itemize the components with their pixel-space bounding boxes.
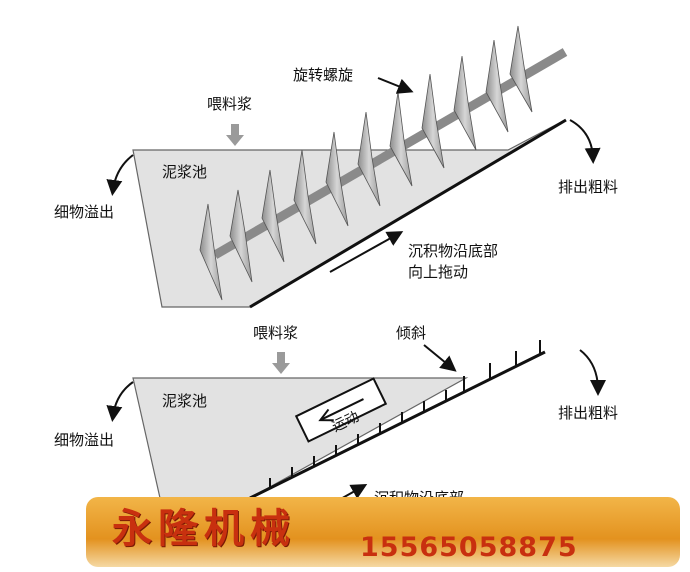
screw-blade [509,25,533,113]
top-discharge-label: 排出粗料 [558,178,618,196]
screw-blade [199,203,223,301]
screw-blade [357,111,381,207]
top-slurry-tank [132,119,566,308]
top-overflow-arrow [106,154,134,196]
bottom-incline-label: 倾斜 [396,324,426,342]
bottom-feed-label: 喂料浆 [253,324,298,342]
top-screw-blades [199,25,533,301]
screw-blade [229,189,253,283]
top-sediment-label-2: 向上拖动 [408,263,468,281]
top-discharge-arrow [569,119,601,164]
screw-blade [453,55,477,151]
top-screw-label: 旋转螺旋 [293,66,353,84]
screw-blade [325,131,349,227]
top-sediment-label-1: 沉积物沿底部 [408,242,498,260]
screw-blade [421,73,445,169]
top-feed-label: 喂料浆 [207,95,252,113]
bottom-motion-box: 运动 [294,377,388,443]
top-sediment-arrow [329,231,404,273]
top-diagram: 喂料浆 泥浆池 细物溢出 排出粗料 旋转螺旋 沉积物沿底部 向上拖动 [54,25,618,309]
top-feed-arrow [226,124,244,146]
screw-blade [261,169,285,263]
bottom-tank-label: 泥浆池 [162,392,207,410]
top-overflow-label: 细物溢出 [54,203,114,221]
bottom-rake-teeth [269,340,541,488]
bottom-incline-rake [249,350,546,500]
bottom-overflow-arrow [106,381,134,422]
bottom-diagram: 运动 喂料浆 泥浆池 细物溢出 排出粗料 倾斜 沉积物沿底部 [54,324,618,507]
bottom-discharge-arrow [579,349,606,396]
screw-blade [293,149,317,245]
top-tank-label: 泥浆池 [162,163,207,181]
screw-blade [389,91,413,187]
banner-background [86,497,680,567]
bottom-overflow-label: 细物溢出 [54,431,114,449]
screw-blade [485,39,509,133]
brand-watermark: 永隆机械 [112,506,296,552]
bottom-incline-arrow [423,344,457,372]
phone-watermark: 15565058875 [360,532,578,563]
top-screw-arrow [377,77,414,94]
bottom-discharge-label: 排出粗料 [558,404,618,422]
top-tank-floor [249,118,567,309]
bottom-feed-arrow [272,352,290,374]
